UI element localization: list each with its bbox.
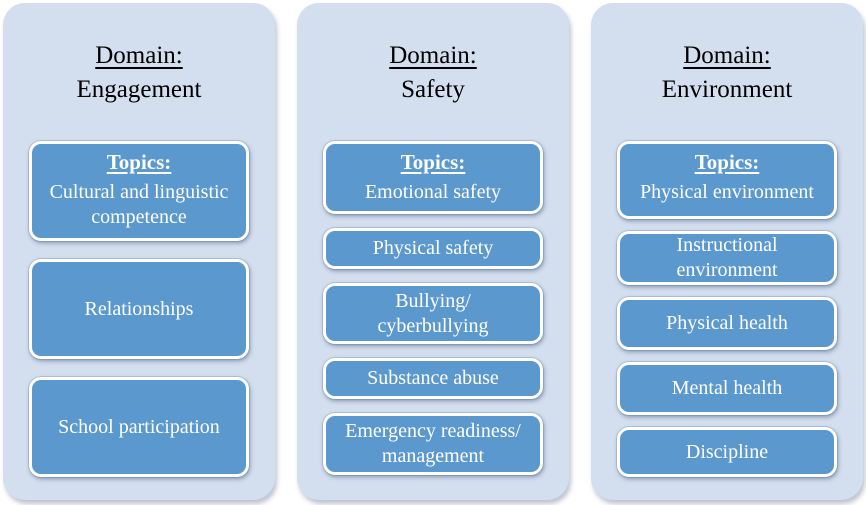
domain-title: Domain: Environment	[617, 33, 837, 141]
domain-label: Domain:	[389, 42, 477, 69]
domain-name: Environment	[661, 76, 793, 103]
topic-box: Mental health	[617, 362, 837, 415]
topic-box: Discipline	[617, 427, 837, 477]
domain-title: Domain: Engagement	[29, 33, 249, 141]
topic-text: Instructional environment	[676, 234, 778, 281]
topic-text: Physical health	[666, 312, 788, 334]
domain-panel-engagement: Domain: Engagement Topics: Cultural and …	[3, 3, 275, 500]
domain-name: Engagement	[76, 76, 202, 103]
topic-box: Physical health	[617, 297, 837, 350]
topic-box: Topics: Emotional safety	[323, 141, 543, 214]
topic-text: Physical safety	[372, 237, 494, 259]
domain-label: Domain:	[95, 42, 183, 69]
topic-box-list: Topics: Emotional safety Physical safety…	[323, 141, 543, 475]
topic-text: Emergency readiness/ management	[345, 420, 521, 467]
topic-text: Substance abuse	[367, 367, 499, 389]
topic-text: Discipline	[685, 440, 769, 463]
domain-name: Safety	[401, 76, 465, 103]
topic-text: School participation	[58, 415, 220, 438]
topic-box: Bullying/ cyberbullying	[323, 283, 543, 344]
topic-text: Mental health	[671, 377, 783, 399]
domain-title: Domain: Safety	[323, 33, 543, 141]
topic-box: Substance abuse	[323, 358, 543, 399]
topics-heading: Topics:	[694, 150, 760, 174]
topic-box: Emergency readiness/ management	[323, 413, 543, 475]
topics-heading: Topics:	[106, 150, 172, 174]
topic-box-list: Topics: Cultural and linguistic competen…	[29, 141, 249, 477]
topics-heading: Topics:	[400, 150, 466, 174]
topic-box-list: Topics: Physical environment Instruction…	[617, 141, 837, 477]
domain-panel-environment: Domain: Environment Topics: Physical env…	[591, 3, 863, 500]
topic-box: Topics: Physical environment	[617, 141, 837, 219]
topic-text: Emotional safety	[364, 181, 502, 203]
topic-text: Bullying/ cyberbullying	[377, 289, 489, 337]
topic-box: School participation	[29, 377, 249, 477]
topic-box: Physical safety	[323, 228, 543, 269]
topic-box: Topics: Cultural and linguistic competen…	[29, 141, 249, 241]
topic-text: Relationships	[84, 297, 194, 320]
topic-box: Instructional environment	[617, 231, 837, 285]
domain-panel-safety: Domain: Safety Topics: Emotional safety …	[297, 3, 569, 500]
topic-text: Physical environment	[640, 181, 814, 203]
domain-label: Domain:	[683, 42, 771, 69]
topic-box: Relationships	[29, 259, 249, 359]
topic-text: Cultural and linguistic competence	[49, 181, 229, 228]
